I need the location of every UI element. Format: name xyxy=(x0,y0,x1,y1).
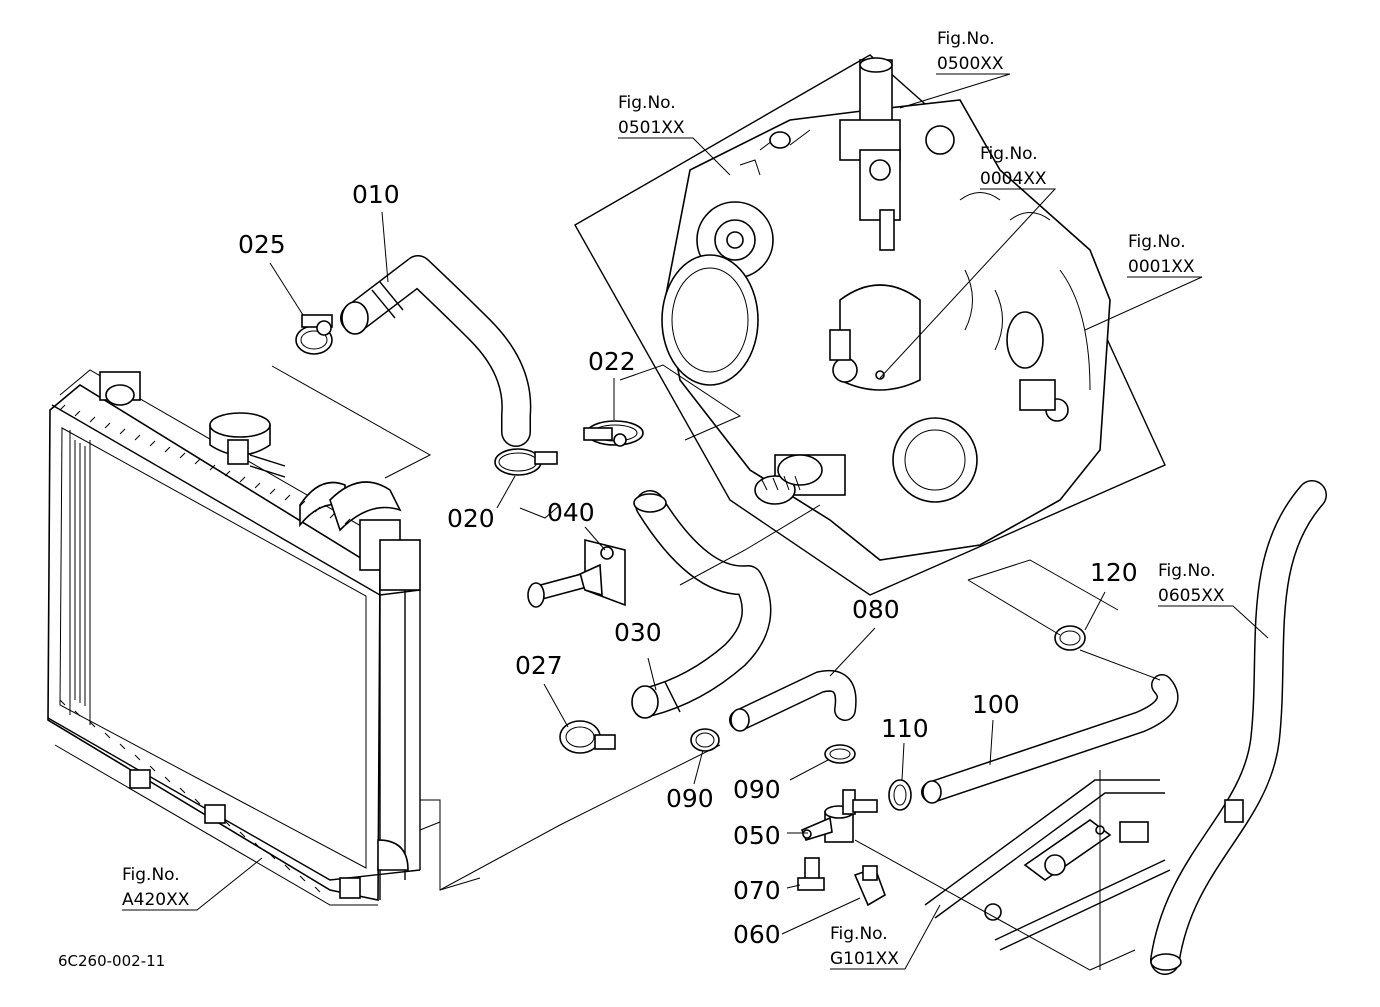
radiator xyxy=(47,369,421,906)
bolt-070 xyxy=(797,857,825,891)
hose-080 xyxy=(729,669,857,732)
fig-ref-0500-number: 0500XX xyxy=(937,54,1004,74)
clamp-090-left xyxy=(690,728,720,752)
part-label-040: 040 xyxy=(547,498,595,527)
part-label-027: 027 xyxy=(515,651,563,680)
mounting-bracket xyxy=(924,779,1171,951)
fig-ref-0605-number: 0605XX xyxy=(1158,586,1225,606)
bracket-040 xyxy=(527,538,626,608)
drain-cock-060 xyxy=(853,865,886,907)
part-label-020: 020 xyxy=(447,504,495,533)
clamp-020 xyxy=(494,448,558,476)
part-label-100: 100 xyxy=(972,690,1020,719)
hose-100 xyxy=(921,674,1179,804)
engine-block xyxy=(574,54,1166,596)
fig-ref-0501-title: Fig.No. xyxy=(618,93,676,113)
clamp-022 xyxy=(583,420,644,447)
part-label-010: 010 xyxy=(352,180,400,209)
clamp-027 xyxy=(559,720,616,754)
clamp-025 xyxy=(295,314,333,355)
part-label-120: 120 xyxy=(1090,558,1138,587)
part-number-labels: 010 025 020 022 040 030 027 080 090 090 … xyxy=(238,180,1138,949)
fig-ref-0605-title: Fig.No. xyxy=(1158,561,1216,581)
fitting-050 xyxy=(800,789,878,843)
part-label-070: 070 xyxy=(733,876,781,905)
part-label-090-left: 090 xyxy=(666,784,714,813)
diagram-code: 6C260-002-11 xyxy=(58,952,165,970)
part-label-030: 030 xyxy=(614,618,662,647)
fig-ref-a420-number: A420XX xyxy=(122,890,190,910)
figure-reference-labels: Fig.No. 0500XX Fig.No. 0501XX Fig.No. 00… xyxy=(122,29,1225,969)
part-label-060: 060 xyxy=(733,920,781,949)
part-label-025: 025 xyxy=(238,230,286,259)
fig-ref-0501-number: 0501XX xyxy=(618,118,685,138)
fig-ref-0001-title: Fig.No. xyxy=(1128,232,1186,252)
part-label-080: 080 xyxy=(852,595,900,624)
clamp-090-right xyxy=(824,744,856,764)
hose-030 xyxy=(631,490,772,719)
fig-ref-g101-number: G101XX xyxy=(830,949,899,969)
leader-lines xyxy=(122,73,1269,971)
part-label-110: 110 xyxy=(881,714,929,743)
fig-ref-0004-title: Fig.No. xyxy=(980,144,1038,164)
fig-ref-0001-number: 0001XX xyxy=(1128,257,1195,277)
part-label-090-right: 090 xyxy=(733,775,781,804)
part-label-022: 022 xyxy=(588,347,636,376)
clamp-110 xyxy=(888,779,912,811)
fig-ref-0500-title: Fig.No. xyxy=(937,29,995,49)
fig-ref-a420-title: Fig.No. xyxy=(122,865,180,885)
hose-010 xyxy=(340,255,532,447)
coolant-pipe-right xyxy=(1150,480,1327,975)
fig-ref-g101-title: Fig.No. xyxy=(830,924,888,944)
part-label-050: 050 xyxy=(733,821,781,850)
clamp-120 xyxy=(1054,625,1086,651)
fig-ref-0004-number: 0004XX xyxy=(980,169,1047,189)
